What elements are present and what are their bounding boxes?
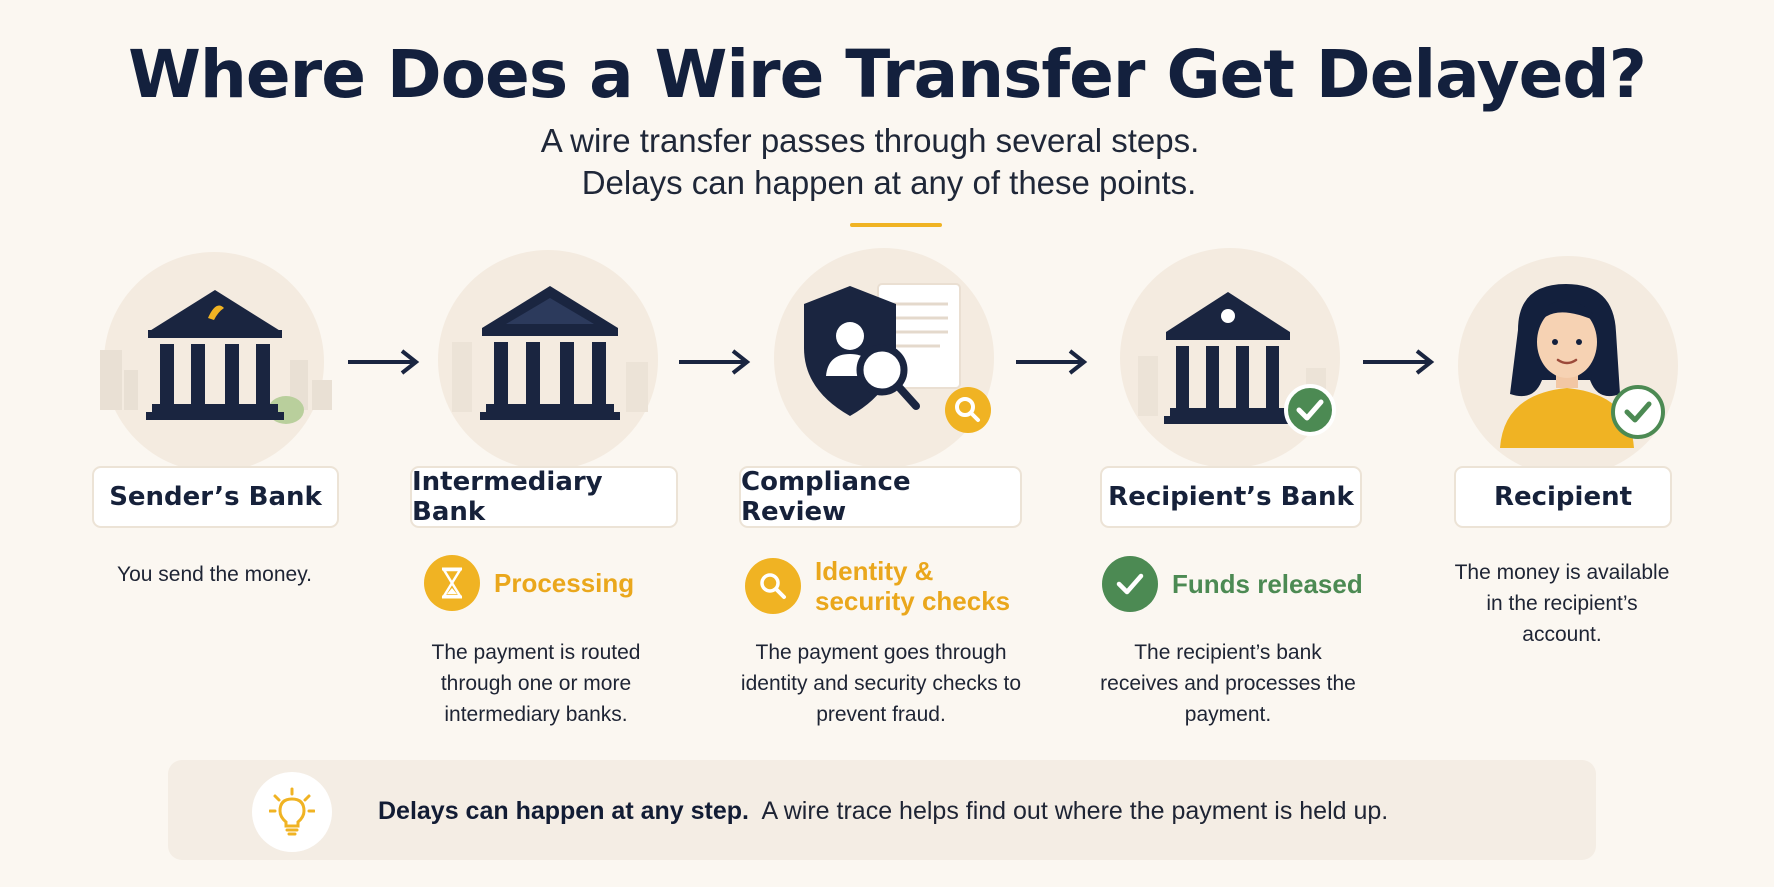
sender-bank-backdrop [104, 252, 324, 472]
step-label-recipient: Recipient [1454, 466, 1672, 528]
tip-body: A wire trace helps find out where the pa… [761, 797, 1389, 825]
status-processing: Processing [424, 555, 634, 611]
shield-search-icon [804, 283, 991, 433]
subtitle-line-2: Delays can happen at any of these points… [581, 164, 1197, 201]
hourglass-icon [424, 555, 480, 611]
arrow-right-icon [1363, 349, 1435, 375]
lightbulb-icon [252, 772, 332, 852]
bank-icon [100, 290, 332, 424]
step-label-intermediary-bank: Intermediary Bank [410, 466, 678, 528]
status-funds-released: Funds released [1102, 556, 1363, 612]
step-description: The money is available in the recipient’… [1454, 561, 1670, 646]
status-label: Identity & security checks [815, 556, 1011, 616]
search-icon [745, 558, 801, 614]
step-description: The payment goes through identity and se… [740, 641, 1022, 726]
bank-icon [452, 286, 648, 420]
tip-bold: Delays can happen at any step. [378, 797, 749, 825]
step-description: The payment is routed through one or mor… [431, 641, 641, 726]
person-icon [1500, 284, 1665, 448]
arrow-right-icon [1016, 349, 1088, 375]
check-icon [1102, 556, 1158, 612]
arrow-right-icon [348, 349, 420, 375]
step-label-senders-bank: Sender’s Bank [92, 466, 339, 528]
page-title: Where Does a Wire Transfer Get Delayed? [128, 36, 1647, 113]
intermediary-bank-backdrop [438, 250, 658, 470]
status-label: Processing [494, 568, 635, 598]
status-identity-checks: Identity & security checks [745, 556, 1010, 616]
tip-text: Delays can happen at any step. A wire tr… [378, 797, 1388, 826]
status-label: Funds released [1172, 569, 1363, 599]
step-description: The recipient’s bank receives and proces… [1100, 641, 1356, 726]
tip-banner [168, 760, 1596, 860]
subtitle-line-1: A wire transfer passes through several s… [540, 122, 1200, 159]
arrow-right-icon [679, 349, 751, 375]
bank-check-icon [1138, 292, 1336, 436]
title-divider [850, 223, 942, 227]
step-label-recipients-bank: Recipient’s Bank [1100, 466, 1362, 528]
step-label-compliance-review: Compliance Review [739, 466, 1022, 528]
step-description: You send the money. [117, 563, 312, 586]
